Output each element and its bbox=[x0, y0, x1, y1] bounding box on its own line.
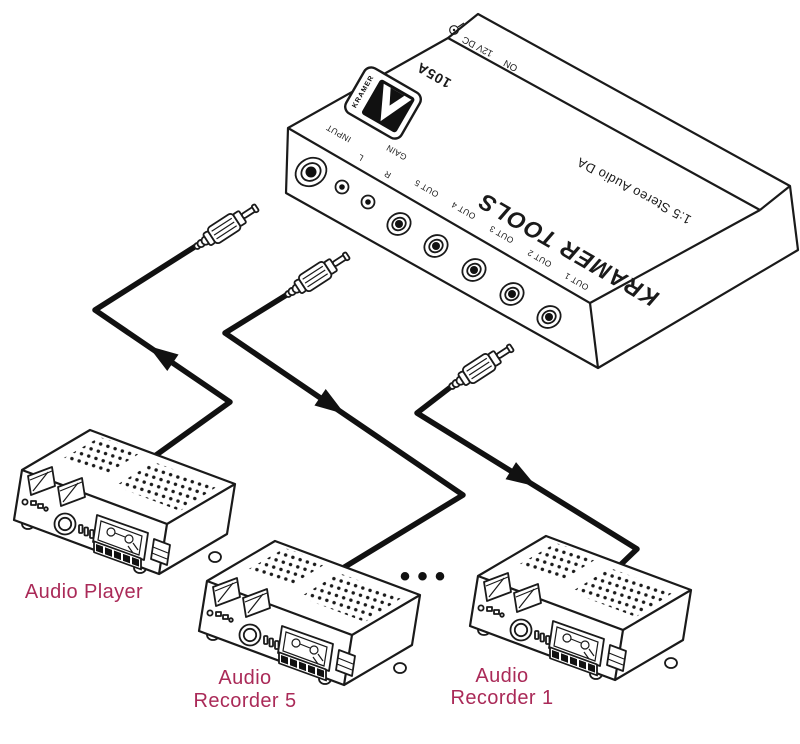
da-device: 12V DC ON KRAMER 105A KRAMER TOOLS 1:5 S… bbox=[284, 12, 800, 370]
audio-player-label: Audio Player bbox=[25, 581, 143, 603]
output-jack-1 bbox=[536, 305, 562, 329]
audio-recorder5-unit bbox=[197, 539, 422, 687]
cable-out5-to-recorder5 bbox=[222, 291, 466, 571]
rca-plug-input bbox=[188, 198, 263, 257]
front-panel: INPUT L GAIN R OUT 5 OUT 4 OUT 3 OUT 2 O… bbox=[294, 123, 590, 329]
gain-right-label: R bbox=[382, 169, 393, 181]
rca-plug-out5 bbox=[279, 246, 354, 305]
output-jack-5 bbox=[386, 212, 412, 236]
audio-player-unit bbox=[12, 428, 237, 576]
cables bbox=[92, 243, 640, 576]
output-jack-3 bbox=[461, 258, 487, 282]
gain-left-label: L bbox=[356, 152, 365, 163]
kramer-logo: KRAMER bbox=[344, 66, 422, 140]
gain-trim-left bbox=[334, 179, 350, 195]
output-jack-2 bbox=[499, 282, 525, 306]
audio-recorder1-unit bbox=[468, 534, 693, 682]
output-jack-4 bbox=[423, 234, 449, 258]
flow-arrow-out1 bbox=[505, 462, 542, 495]
audio-recorder1-label-line1: Audio bbox=[475, 665, 528, 687]
input-jack bbox=[294, 156, 328, 188]
power-connector-icon bbox=[449, 22, 465, 35]
audio-recorder1-label-line2: Recorder 1 bbox=[451, 687, 554, 709]
rca-plug-out1 bbox=[443, 338, 518, 397]
audio-recorder5-label-line1: Audio bbox=[218, 667, 271, 689]
more-units-ellipsis: ••• bbox=[400, 560, 453, 593]
audio-recorder5-label-line2: Recorder 5 bbox=[194, 690, 297, 712]
gain-trim-right bbox=[360, 194, 376, 210]
